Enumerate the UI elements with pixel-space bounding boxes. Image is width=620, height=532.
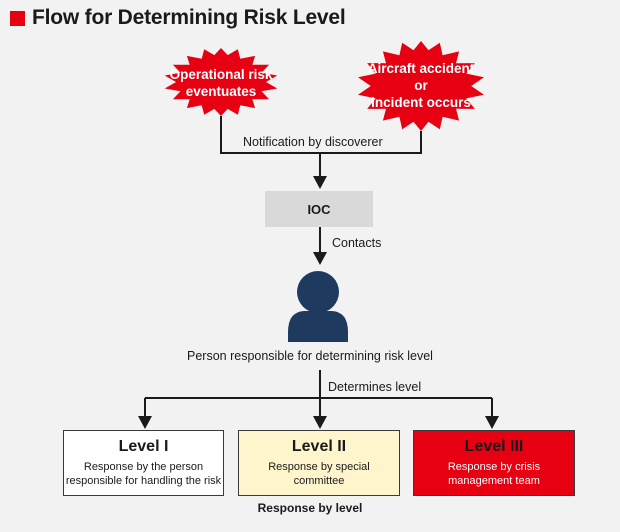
level-desc-line: Response by the person bbox=[83, 461, 204, 473]
level-1-desc: Response by the person responsible for h… bbox=[64, 460, 223, 488]
arrowhead-ioc bbox=[313, 176, 327, 189]
determines-label: Determines level bbox=[328, 380, 422, 394]
ioc-box: IOC bbox=[265, 191, 373, 227]
connector-left-trigger bbox=[220, 116, 320, 154]
arrowhead-level-3 bbox=[485, 416, 499, 429]
level-desc-line: committee bbox=[293, 475, 345, 487]
arrowhead-person bbox=[313, 252, 327, 265]
trigger-line: Aircraft accident bbox=[367, 61, 475, 76]
trigger-aircraft-accident-text: Aircraft accident or incident occurs bbox=[356, 60, 486, 111]
person-icon bbox=[288, 271, 348, 342]
person-label: Person responsible for determining risk … bbox=[187, 349, 433, 363]
level-desc-line: management team bbox=[448, 475, 540, 487]
title-bar: Flow for Determining Risk Level bbox=[10, 6, 346, 30]
level-3-title: Level III bbox=[464, 438, 524, 455]
trigger-burst-aircraft-accident bbox=[358, 41, 484, 131]
trigger-line: or bbox=[414, 78, 428, 93]
footer-label: Response by level bbox=[257, 501, 363, 515]
level-desc-line: responsible for handling the risk bbox=[65, 475, 222, 487]
title-marker-icon bbox=[10, 10, 25, 26]
trigger-burst-operational-risk bbox=[164, 48, 278, 116]
trigger-line: Operational risk bbox=[169, 67, 273, 82]
level-desc-line: Response by crisis bbox=[447, 461, 541, 473]
ioc-label: IOC bbox=[307, 201, 331, 217]
level-1-box: Level I Response by the person responsib… bbox=[63, 430, 224, 496]
diagram-title: Flow for Determining Risk Level bbox=[32, 6, 346, 29]
level-2-box: Level II Response by special committee bbox=[238, 430, 400, 496]
connector-right-trigger bbox=[320, 131, 422, 154]
level-2-desc: Response by special committee bbox=[239, 460, 399, 488]
trigger-line: eventuates bbox=[185, 84, 257, 99]
level-3-desc: Response by crisis management team bbox=[414, 460, 574, 488]
contacts-label: Contacts bbox=[332, 236, 382, 250]
level-1-title: Level I bbox=[118, 438, 169, 455]
notification-label: Notification by discoverer bbox=[243, 135, 383, 149]
trigger-operational-risk-text: Operational risk eventuates bbox=[163, 66, 279, 100]
level-3-box: Level III Response by crisis management … bbox=[413, 430, 575, 496]
level-desc-line: Response by special bbox=[268, 461, 370, 473]
arrowhead-level-1 bbox=[138, 416, 152, 429]
trigger-line: incident occurs bbox=[371, 95, 471, 110]
arrowhead-level-2 bbox=[313, 416, 327, 429]
level-2-title: Level II bbox=[291, 438, 347, 455]
